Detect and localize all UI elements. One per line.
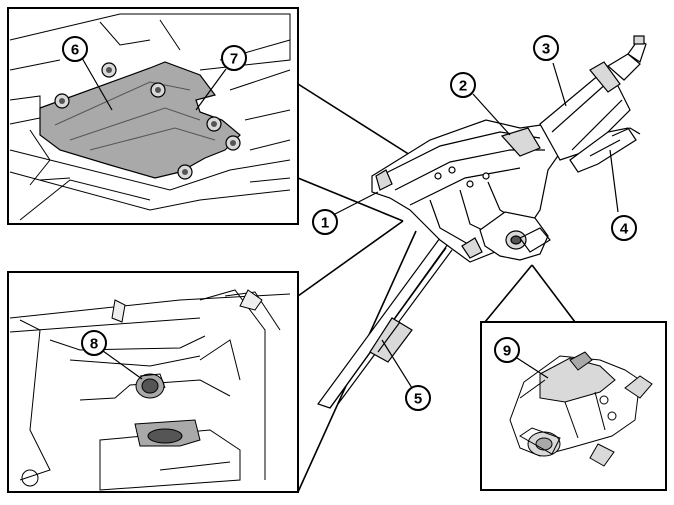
steering-column-assembly [317,35,647,409]
cover-plate-shape [39,61,241,179]
callout-3: 3 [533,35,559,61]
svg-text:3: 3 [542,41,550,58]
bolt-icons [54,62,241,180]
svg-text:1: 1 [321,215,329,232]
svg-text:9: 9 [503,343,511,360]
svg-text:6: 6 [71,42,79,59]
svg-text:8: 8 [90,336,98,353]
inset-top-left [7,7,299,225]
svg-text:7: 7 [230,51,238,68]
svg-text:5: 5 [414,391,422,408]
callout-7: 7 [221,45,247,71]
svg-text:2: 2 [459,78,467,95]
callout-5: 5 [405,385,431,411]
callout-9: 9 [494,337,520,363]
zoom-leader-lines [297,83,576,493]
main-callout-leaders [334,62,619,389]
callout-4: 4 [611,215,637,241]
callout-8: 8 [81,330,107,356]
callout-6: 6 [62,36,88,62]
svg-text:4: 4 [620,221,629,238]
callout-2: 2 [450,72,476,98]
inset-bottom-left [7,271,299,493]
callout-1: 1 [312,209,338,235]
